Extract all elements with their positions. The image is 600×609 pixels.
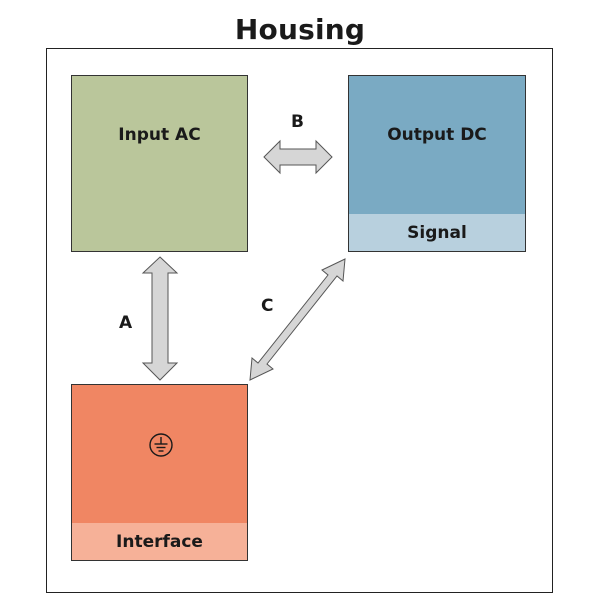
diagram-title: Housing <box>234 13 366 46</box>
arrow-b-label: B <box>291 112 304 132</box>
signal-strip: Signal <box>349 214 525 251</box>
arrow-b <box>263 139 333 175</box>
input-ac-label: Input AC <box>118 125 201 145</box>
interface-strip: Interface <box>72 523 247 560</box>
arrow-c-label: C <box>261 296 274 316</box>
ground-icon <box>149 433 173 457</box>
signal-label: Signal <box>407 222 467 243</box>
interface-label: Interface <box>116 531 203 552</box>
arrow-c <box>249 258 346 381</box>
output-dc-block: Output DC Signal <box>348 75 526 252</box>
arrow-a-label: A <box>119 313 133 333</box>
housing-frame <box>46 48 553 593</box>
output-dc-label: Output DC <box>387 125 487 145</box>
interface-block: Interface <box>71 384 248 561</box>
arrow-a <box>141 256 179 381</box>
input-ac-block: Input AC <box>71 75 248 252</box>
